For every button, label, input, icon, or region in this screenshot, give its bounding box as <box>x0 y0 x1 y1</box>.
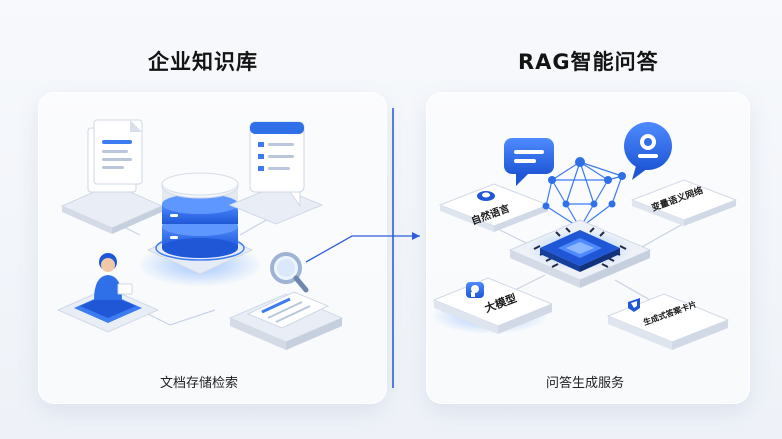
user-avatar-icon <box>56 253 160 333</box>
ai-chip-icon <box>508 219 652 288</box>
browser-window-icon <box>228 121 324 225</box>
flow-connector <box>305 235 420 263</box>
document-icon <box>60 119 164 234</box>
natural-language-card <box>438 183 550 232</box>
search-document-icon <box>228 252 344 350</box>
left-caption: 文档存储检索 <box>160 376 239 391</box>
arrow-head-icon <box>412 232 420 240</box>
large-model-card <box>432 277 554 334</box>
chat-bubble-icon <box>504 138 554 186</box>
network-graph-icon <box>545 161 623 229</box>
answer-card <box>606 293 730 350</box>
right-connectors <box>489 219 691 301</box>
database-icon <box>138 172 262 287</box>
knowledge-graph-card <box>630 179 738 226</box>
user-bubble-icon <box>624 122 672 180</box>
right-title: RAG智能问答 <box>518 50 659 74</box>
right-caption: 问答生成服务 <box>546 376 625 391</box>
left-title: 企业知识库 <box>148 50 258 74</box>
network-nodes <box>542 157 626 210</box>
